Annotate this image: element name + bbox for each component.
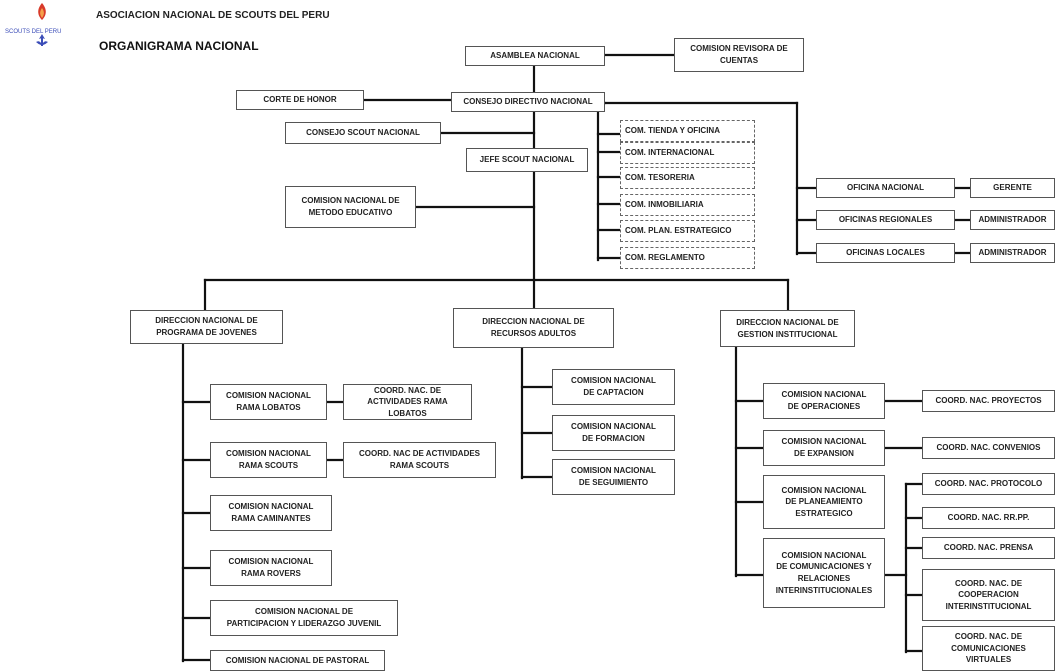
node-coord-lobatos: COORD. NAC. DE ACTIVIDADES RAMA LOBATOS <box>343 384 472 420</box>
node-direccion-jovenes: DIRECCION NACIONAL DE PROGRAMA DE JOVENE… <box>130 310 283 344</box>
committee-reglamento: COM. REGLAMENTO <box>620 247 755 269</box>
node-coord-scouts: COORD. NAC DE ACTIVIDADES RAMA SCOUTS <box>343 442 496 478</box>
committee-internacional: COM. INTERNACIONAL <box>620 142 755 164</box>
node-operaciones: COMISION NACIONAL DE OPERACIONES <box>763 383 885 419</box>
node-coord-prensa: COORD. NAC. PRENSA <box>922 537 1055 559</box>
node-expansion: COMISION NACIONAL DE EXPANSION <box>763 430 885 466</box>
scouts-peru-logo <box>36 3 48 46</box>
node-pastoral: COMISION NACIONAL DE PASTORAL <box>210 650 385 671</box>
committee-plan-estrategico: COM. PLAN. ESTRATEGICO <box>620 220 755 242</box>
node-comision-revisora: COMISION REVISORA DE CUENTAS <box>674 38 804 72</box>
node-rama-scouts: COMISION NACIONAL RAMA SCOUTS <box>210 442 327 478</box>
node-administrador-regional: ADMINISTRADOR <box>970 210 1055 230</box>
node-gerente: GERENTE <box>970 178 1055 198</box>
node-direccion-adultos: DIRECCION NACIONAL DE RECURSOS ADULTOS <box>453 308 614 348</box>
chart-title: ORGANIGRAMA NACIONAL <box>99 39 259 53</box>
node-formacion: COMISION NACIONAL DE FORMACION <box>552 415 675 451</box>
node-jefe-scout: JEFE SCOUT NACIONAL <box>466 148 588 172</box>
node-planeamiento: COMISION NACIONAL DE PLANEAMIENTO ESTRAT… <box>763 475 885 529</box>
node-coord-comunicaciones-virtuales: COORD. NAC. DE COMUNICACIONES VIRTUALES <box>922 626 1055 671</box>
node-participacion-juvenil: COMISION NACIONAL DE PARTICIPACION Y LID… <box>210 600 398 636</box>
node-coord-cooperacion: COORD. NAC. DE COOPERACION INTERINSTITUC… <box>922 569 1055 621</box>
node-consejo-scout: CONSEJO SCOUT NACIONAL <box>285 122 441 144</box>
node-rama-lobatos: COMISION NACIONAL RAMA LOBATOS <box>210 384 327 420</box>
node-consejo-directivo: CONSEJO DIRECTIVO NACIONAL <box>451 92 605 112</box>
node-oficinas-regionales: OFICINAS REGIONALES <box>816 210 955 230</box>
node-coord-convenios: COORD. NAC. CONVENIOS <box>922 437 1055 459</box>
committee-inmobiliaria: COM. INMOBILIARIA <box>620 194 755 216</box>
node-comunicaciones: COMISION NACIONAL DE COMUNICACIONES Y RE… <box>763 538 885 608</box>
node-rama-rovers: COMISION NACIONAL RAMA ROVERS <box>210 550 332 586</box>
node-corte-de-honor: CORTE DE HONOR <box>236 90 364 110</box>
node-coord-protocolo: COORD. NAC. PROTOCOLO <box>922 473 1055 495</box>
node-seguimiento: COMISION NACIONAL DE SEGUIMIENTO <box>552 459 675 495</box>
node-direccion-gestion: DIRECCION NACIONAL DE GESTION INSTITUCIO… <box>720 310 855 347</box>
logo-text: SCOUTS DEL PERU <box>5 29 62 35</box>
node-coord-proyectos: COORD. NAC. PROYECTOS <box>922 390 1055 412</box>
organization-name: ASOCIACION NACIONAL DE SCOUTS DEL PERU <box>96 10 330 21</box>
node-asamblea-nacional: ASAMBLEA NACIONAL <box>465 46 605 66</box>
committee-tienda: COM. TIENDA Y OFICINA <box>620 120 755 142</box>
node-oficinas-locales: OFICINAS LOCALES <box>816 243 955 263</box>
node-administrador-local: ADMINISTRADOR <box>970 243 1055 263</box>
node-captacion: COMISION NACIONAL DE CAPTACION <box>552 369 675 405</box>
node-rama-caminantes: COMISION NACIONAL RAMA CAMINANTES <box>210 495 332 531</box>
node-oficina-nacional: OFICINA NACIONAL <box>816 178 955 198</box>
node-metodo-educativo: COMISION NACIONAL DE METODO EDUCATIVO <box>285 186 416 228</box>
committee-tesoreria: COM. TESORERIA <box>620 167 755 189</box>
node-coord-rrpp: COORD. NAC. RR.PP. <box>922 507 1055 529</box>
